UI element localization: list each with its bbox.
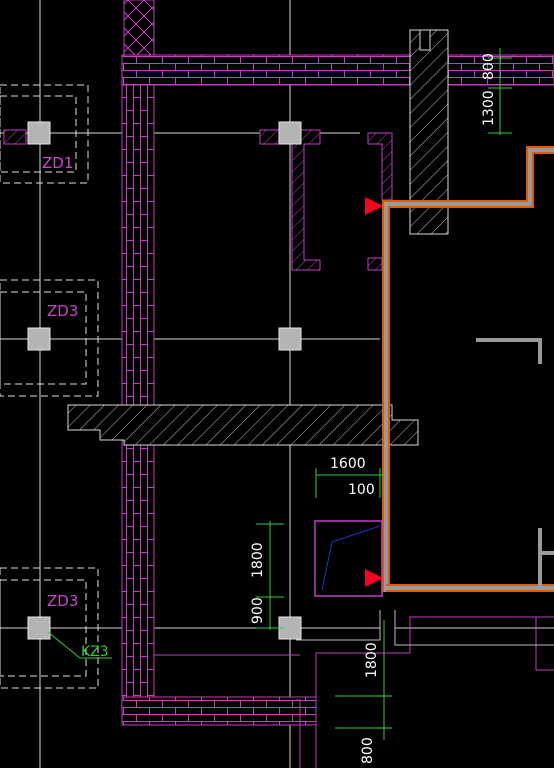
dimensions: [47, 48, 512, 740]
footing-label: ZD1: [42, 154, 73, 172]
brick-walls: [121, 0, 554, 726]
footing-zd3-upper: [0, 279, 99, 397]
columns: [27, 121, 302, 640]
dimension-text: 900: [250, 597, 266, 624]
steel-sections: [3, 129, 393, 271]
column: [278, 327, 302, 351]
labels: ZD1 ZD3 ZD3 KZ3 800 1300 1600 100 1800 9…: [42, 53, 497, 764]
pit-box: [314, 520, 383, 597]
dimension-text: 1800: [364, 642, 380, 678]
dimension-text: 1800: [250, 542, 266, 578]
footing-label: ZD3: [47, 592, 78, 610]
footing-label: ZD3: [47, 302, 78, 320]
lower-walls: [154, 616, 554, 768]
dimension-text: 800: [360, 737, 376, 764]
column: [27, 327, 51, 351]
column: [278, 121, 302, 145]
footing-zd3-lower: [0, 567, 99, 689]
concrete-beam: [67, 404, 419, 446]
red-triangle-marker: [365, 569, 383, 587]
dimension-text: 100: [348, 482, 375, 498]
markers: [365, 197, 383, 587]
column: [27, 121, 51, 145]
red-triangle-marker: [365, 197, 383, 215]
dimension-text: 800: [481, 53, 497, 80]
footing-zd1: [0, 84, 89, 184]
lower-gray-lines: [296, 610, 554, 646]
column-tag: KZ3: [81, 644, 109, 660]
dimension-text: 1600: [330, 456, 366, 472]
column: [27, 616, 51, 640]
building-outline: [382, 146, 554, 592]
dimension-text: 1300: [481, 90, 497, 126]
